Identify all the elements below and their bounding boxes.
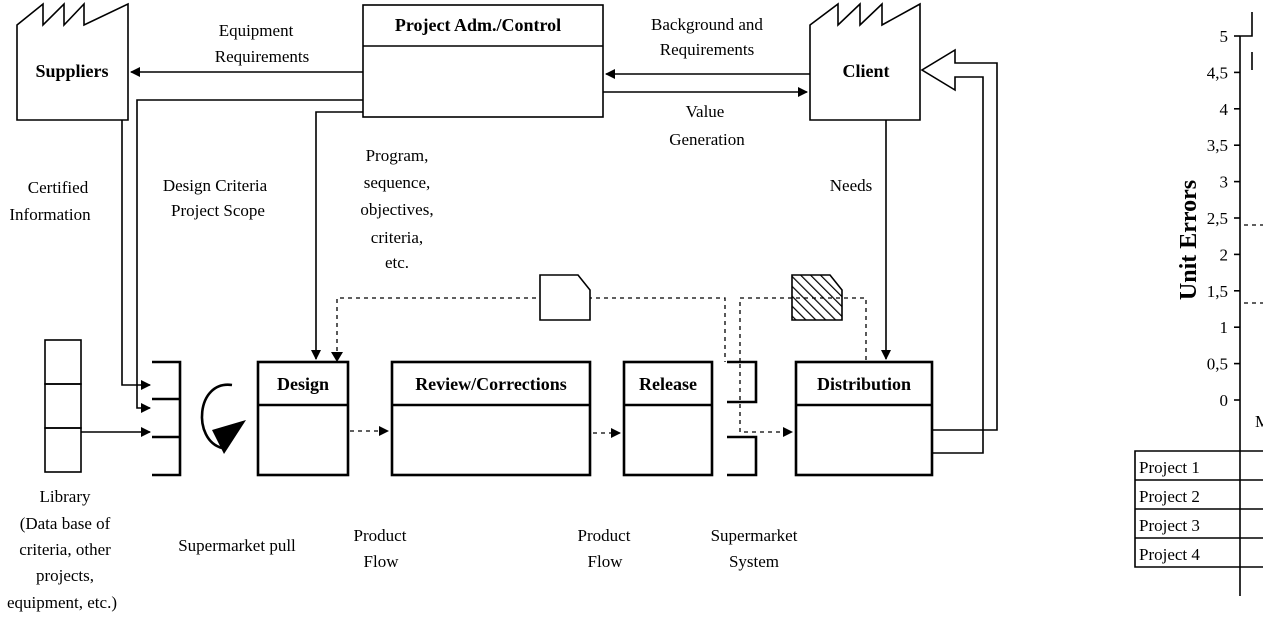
label-design-criteria-1: Design Criteria [163,176,268,195]
label-background-2: Requirements [660,40,754,59]
design-box: Design [256,360,350,477]
y-tick-label: 3,5 [1207,136,1228,155]
release-box: Release [622,360,714,477]
suppliers-factory: Suppliers [16,2,129,121]
table-row-label: Project 4 [1139,545,1200,564]
label-background-1: Background and [651,15,763,34]
client-factory: Client [809,2,921,121]
y-tick-label: 4 [1220,100,1229,119]
table-row-label: Project 2 [1139,487,1200,506]
label-product-flow-1a: Product [354,526,407,545]
label-supermarket-pull: Supermarket pull [178,536,296,555]
label-library-4: projects, [36,566,94,585]
y-tick-label: 0 [1220,391,1229,410]
label-program-3: objectives, [360,200,433,219]
distribution-box: Distribution [794,360,934,477]
y-axis-label: Unit Errors [1176,180,1202,300]
arrow-program [311,111,363,360]
y-tick-label: 3 [1220,173,1229,192]
label-needs: Needs [830,176,872,195]
label-program-5: etc. [385,253,409,272]
supermarket-pull-shelf [152,360,182,477]
kanban-loop-design [336,297,726,362]
review-box: Review/Corrections [390,360,592,477]
arrow-design-criteria [136,99,363,413]
y-tick-label: 2,5 [1207,209,1228,228]
design-label: Design [277,374,329,394]
y-tick-label: 1 [1220,318,1229,337]
label-program-4: criteria, [371,228,423,247]
y-tick-label: 5 [1220,27,1229,46]
label-certified-2: Information [9,205,91,224]
supermarket-system-shelf [727,360,758,477]
label-library-3: criteria, other [19,540,111,559]
label-design-criteria-2: Project Scope [171,201,265,220]
y-ticks: 5 4,5 4 3,5 3 2,5 2 1,5 1 0,5 0 [1207,27,1240,410]
label-library-1: Library [40,487,91,506]
suppliers-label: Suppliers [35,61,108,81]
client-label: Client [843,61,890,81]
kanban-card-icon [539,274,591,321]
label-value-generation-1: Value [686,102,725,121]
kanban-arrow-design [331,352,343,362]
distribution-label: Distribution [817,374,911,394]
pull-cycle-icon [200,383,246,454]
flow-release-to-distribution [739,364,793,437]
kanban-hatched-card-icon [791,274,843,321]
label-product-flow-2b: Flow [588,552,624,571]
label-product-flow-2a: Product [578,526,631,545]
library-stack [44,339,82,473]
label-library-5: equipment, etc.) [7,593,117,612]
table-row-label: Project 3 [1139,516,1200,535]
review-label: Review/Corrections [415,374,567,394]
label-supermarket-system-2: System [729,552,779,571]
x-label-partial: M [1255,412,1263,431]
y-tick-label: 4,5 [1207,63,1228,82]
y-tick-label: 0,5 [1207,355,1228,374]
unit-errors-chart: Unit Errors 5 4,5 4 3,5 3 2,5 2 1,5 1 0,5 0 M Proj… [1134,12,1263,596]
label-program-2: sequence, [364,173,431,192]
project-adm-box: Project Adm./Control [362,4,604,118]
y-tick-label: 2 [1220,245,1229,264]
project-adm-label: Project Adm./Control [395,15,561,35]
label-value-generation-2: Generation [669,130,745,149]
table-row-label: Project 1 [1139,458,1200,477]
arrow-certified-information [121,120,151,390]
label-equipment-requirements-2: Requirements [215,47,309,66]
label-supermarket-system-1: Supermarket [711,526,798,545]
y-tick-label: 1,5 [1207,282,1228,301]
project-table: Project 1 Project 2 Project 3 Project 4 [1134,450,1263,568]
label-library-2: (Data base of [20,514,111,533]
label-certified-1: Certified [28,178,89,197]
plot-frame-partial [1240,12,1253,70]
label-program-1: Program, [366,146,429,165]
release-label: Release [639,374,697,394]
label-equipment-requirements-1: Equipment [219,21,294,40]
label-product-flow-1b: Flow [364,552,400,571]
kanban-loop-distribution [739,297,867,362]
feedback-arrow [920,48,998,454]
